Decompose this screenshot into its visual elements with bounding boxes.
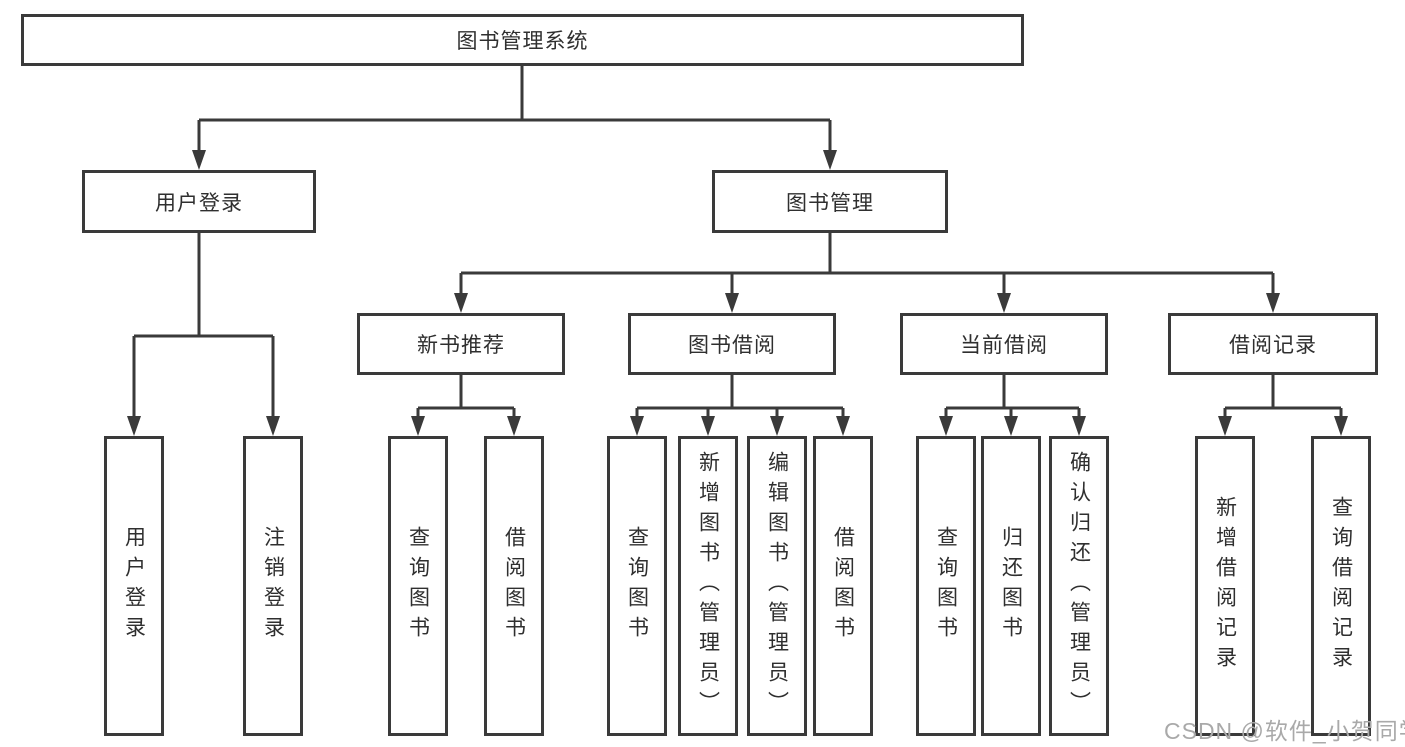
leaf-borrow-books-label: 借阅图书 bbox=[831, 526, 855, 646]
leaf-user-login-label: 用户登录 bbox=[122, 526, 146, 646]
node-book-borrow: 图书借阅 bbox=[628, 313, 836, 375]
leaf-logout-label: 注销登录 bbox=[261, 526, 285, 646]
leaf-add-borrow-record: 新增借阅记录 bbox=[1195, 436, 1255, 736]
node-root-system: 图书管理系统 bbox=[21, 14, 1024, 66]
csdn-watermark: CSDN @软件_小贺同学 bbox=[1164, 718, 1405, 744]
leaf-query-borrow-record: 查询借阅记录 bbox=[1311, 436, 1371, 736]
leaf-borrow-books-recommend-label: 借阅图书 bbox=[502, 526, 526, 646]
node-book-management: 图书管理 bbox=[712, 170, 948, 233]
node-borrow-records: 借阅记录 bbox=[1168, 313, 1378, 375]
leaf-confirm-return-admin: 确认归还（管理员） bbox=[1049, 436, 1109, 736]
leaf-query-books-borrow: 查询图书 bbox=[607, 436, 667, 736]
leaf-user-login: 用户登录 bbox=[104, 436, 164, 736]
leaf-query-borrow-record-label: 查询借阅记录 bbox=[1329, 496, 1353, 676]
leaf-query-books-current-label: 查询图书 bbox=[934, 526, 958, 646]
leaf-return-books-label: 归还图书 bbox=[999, 526, 1023, 646]
leaf-return-books: 归还图书 bbox=[981, 436, 1041, 736]
leaf-query-books-current: 查询图书 bbox=[916, 436, 976, 736]
node-root-system-label: 图书管理系统 bbox=[456, 30, 589, 53]
node-new-book-recommend-label: 新书推荐 bbox=[417, 334, 505, 357]
node-user-login-label: 用户登录 bbox=[155, 191, 243, 215]
leaf-add-book-admin-label: 新增图书（管理员） bbox=[696, 451, 720, 721]
leaf-add-borrow-record-label: 新增借阅记录 bbox=[1213, 496, 1237, 676]
leaf-query-books-recommend-label: 查询图书 bbox=[406, 526, 430, 646]
node-current-borrow-label: 当前借阅 bbox=[960, 334, 1048, 357]
leaf-query-books-recommend: 查询图书 bbox=[388, 436, 448, 736]
node-user-login: 用户登录 bbox=[82, 170, 316, 233]
leaf-borrow-books-recommend: 借阅图书 bbox=[484, 436, 544, 736]
leaf-edit-book-admin-label: 编辑图书（管理员） bbox=[765, 451, 789, 721]
leaf-query-books-borrow-label: 查询图书 bbox=[625, 526, 649, 646]
leaf-add-book-admin: 新增图书（管理员） bbox=[678, 436, 738, 736]
node-borrow-records-label: 借阅记录 bbox=[1229, 334, 1317, 357]
node-book-management-label: 图书管理 bbox=[786, 191, 874, 215]
node-new-book-recommend: 新书推荐 bbox=[357, 313, 565, 375]
leaf-edit-book-admin: 编辑图书（管理员） bbox=[747, 436, 807, 736]
node-current-borrow: 当前借阅 bbox=[900, 313, 1108, 375]
leaf-borrow-books: 借阅图书 bbox=[813, 436, 873, 736]
leaf-logout: 注销登录 bbox=[243, 436, 303, 736]
node-book-borrow-label: 图书借阅 bbox=[688, 334, 776, 357]
leaf-confirm-return-admin-label: 确认归还（管理员） bbox=[1067, 451, 1091, 721]
